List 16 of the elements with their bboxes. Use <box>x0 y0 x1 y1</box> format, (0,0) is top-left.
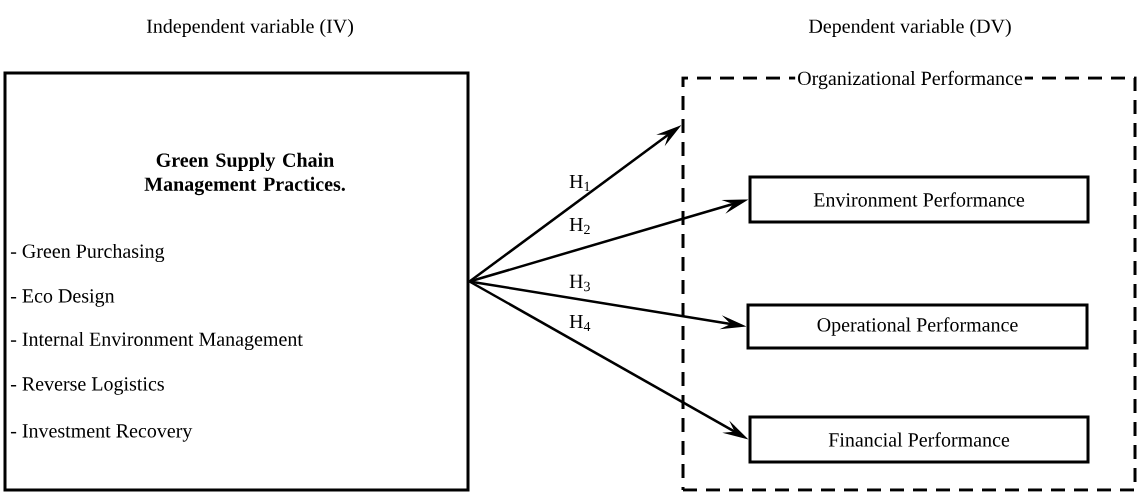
edge-label: H$_{4}$ <box>569 314 591 332</box>
edge-label: H$_{3}$ <box>569 274 590 292</box>
list-item: - Investment Recovery <box>10 424 193 442</box>
column-heading: Dependent variable (DV) <box>808 18 1011 38</box>
outcome-box: Environment Performance <box>748 175 1090 224</box>
group-heading: Organizational Performance <box>795 68 1025 92</box>
column-heading: Independent variable (IV) <box>146 18 353 38</box>
list-item: - Eco Design <box>10 289 115 307</box>
edge-label: H$_{1}$ <box>569 174 590 192</box>
list-item: - Internal Environment Management <box>10 331 303 351</box>
edge-label: H$_{2}$ <box>569 217 590 235</box>
list-item: - Green Purchasing <box>10 243 165 263</box>
outcome-box: Financial Performance <box>748 415 1090 464</box>
outcome-box: Operational Performance <box>746 303 1089 350</box>
list-item: - Reverse Logistics <box>10 377 164 395</box>
box-heading: Green Supply Chain Management Practices. <box>144 152 345 196</box>
